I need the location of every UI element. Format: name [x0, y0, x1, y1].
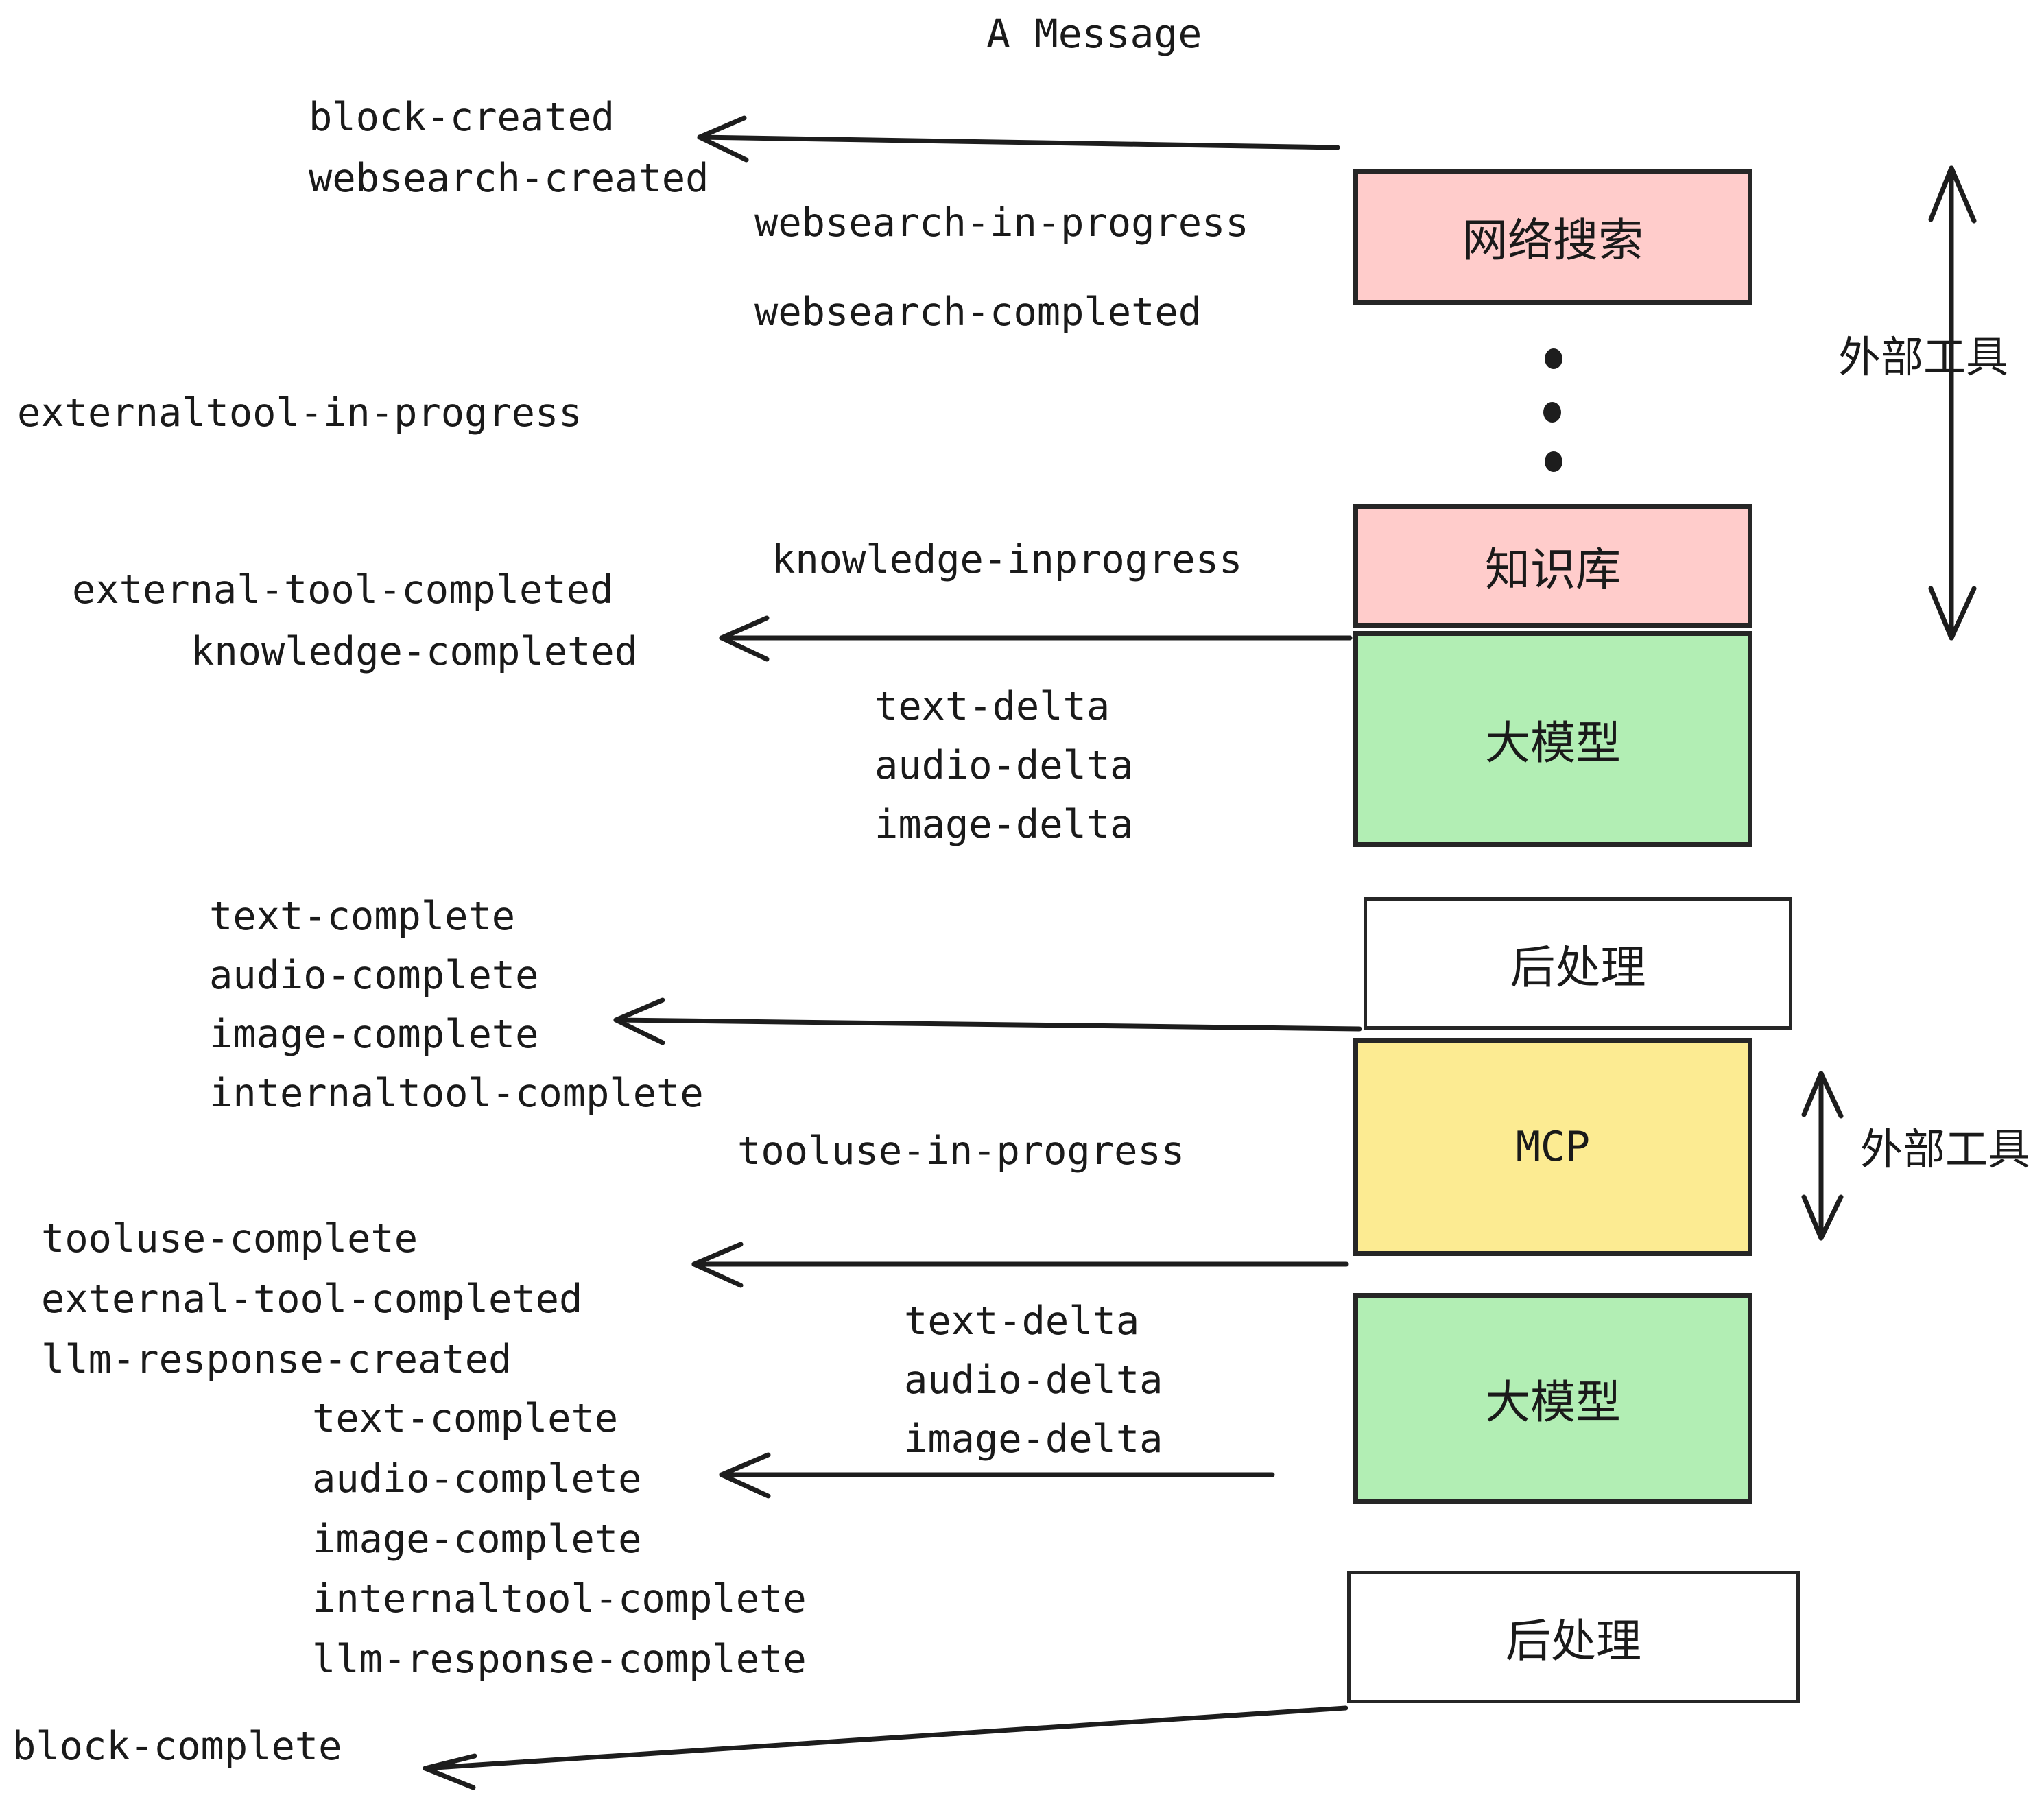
component-box-websearch[interactable]: 网络搜索: [1353, 169, 1752, 305]
ellipsis-dot: [1543, 402, 1561, 423]
arrow-external-tools-top: [1928, 165, 1977, 641]
component-box-llm-second-label: 大模型: [1485, 1376, 1621, 1429]
event-label-text-delta-1: text-delta: [875, 684, 1110, 729]
component-box-llm-first-label: 大模型: [1485, 716, 1621, 770]
event-label-tooluse-in-progress: tooluse-in-progress: [737, 1128, 1185, 1174]
event-label-image-delta-2: image-delta: [904, 1416, 1163, 1462]
event-label-internaltool-complete-1: internaltool-complete: [209, 1071, 704, 1116]
event-label-audio-complete-2: audio-complete: [312, 1456, 642, 1502]
component-box-mcp[interactable]: MCP: [1353, 1038, 1752, 1256]
event-label-websearch-completed: websearch-completed: [754, 289, 1202, 335]
side-label-external-tools-top: 外部工具: [1838, 332, 2009, 382]
arrow-knowledge-to-knowledge-completed: [719, 615, 1353, 662]
ellipsis-dot: [1545, 451, 1562, 472]
component-box-llm-second[interactable]: 大模型: [1353, 1293, 1752, 1504]
event-label-tooluse-complete: tooluse-complete: [41, 1216, 418, 1261]
event-label-externaltool-in-progress: externaltool-in-progress: [17, 390, 582, 436]
component-box-knowledge-label: 知识库: [1485, 543, 1621, 596]
component-box-postprocess-second[interactable]: 后处理: [1347, 1571, 1800, 1703]
arrow-postprocess-to-image-complete: [613, 997, 1362, 1045]
event-label-websearch-in-progress: websearch-in-progress: [754, 200, 1249, 246]
component-box-postprocess-first-label: 后处理: [1510, 940, 1646, 994]
arrow-external-tools-bottom: [1801, 1071, 1844, 1241]
event-label-block-complete: block-complete: [12, 1724, 342, 1769]
component-box-mcp-label: MCP: [1515, 1123, 1591, 1171]
event-label-block-created: block-created: [309, 95, 615, 140]
component-box-llm-first[interactable]: 大模型: [1353, 631, 1752, 847]
component-box-websearch-label: 网络搜索: [1462, 214, 1643, 267]
event-label-image-complete-2: image-complete: [312, 1517, 642, 1562]
event-label-internaltool-complete-2: internaltool-complete: [312, 1576, 807, 1622]
event-label-llm-response-created: llm-response-created: [41, 1337, 512, 1382]
event-label-text-complete-1: text-complete: [209, 894, 516, 939]
arrow-postprocess-to-block-complete: [423, 1705, 1348, 1790]
event-label-audio-delta-2: audio-delta: [904, 1357, 1163, 1403]
ellipsis-dot: [1545, 348, 1562, 369]
arrow-mcp-to-tooluse-complete: [691, 1242, 1349, 1288]
event-label-image-delta-1: image-delta: [875, 802, 1134, 847]
event-label-external-tool-completed-1: external-tool-completed: [72, 567, 614, 613]
diagram-title: A Message: [986, 10, 1202, 57]
event-label-knowledge-inprogress: knowledge-inprogress: [772, 537, 1243, 582]
component-box-postprocess-second-label: 后处理: [1506, 1614, 1641, 1667]
event-label-external-tool-completed-2: external-tool-completed: [41, 1277, 583, 1322]
arrow-websearch-to-block-created: [697, 115, 1340, 163]
event-label-text-complete-2: text-complete: [312, 1396, 619, 1441]
event-label-websearch-created: websearch-created: [309, 156, 709, 201]
component-box-postprocess-first[interactable]: 后处理: [1364, 897, 1792, 1030]
event-label-image-complete-1: image-complete: [209, 1012, 539, 1057]
event-label-audio-delta-1: audio-delta: [875, 743, 1134, 788]
event-label-knowledge-completed: knowledge-completed: [191, 629, 639, 674]
event-label-text-delta-2: text-delta: [904, 1298, 1140, 1344]
event-label-audio-complete-1: audio-complete: [209, 953, 539, 998]
event-label-llm-response-complete: llm-response-complete: [312, 1637, 807, 1682]
side-label-external-tools-bottom: 外部工具: [1860, 1124, 2031, 1174]
component-box-knowledge[interactable]: 知识库: [1353, 504, 1752, 628]
